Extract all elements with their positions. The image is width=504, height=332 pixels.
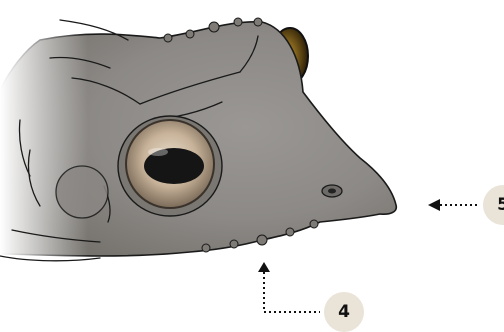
callout-4-leader [264,272,320,312]
callout-4-arrowhead [258,262,270,272]
nostril [322,185,342,197]
callout-badge-4: 4 [324,292,364,332]
main-eye [118,116,222,216]
tympanum [56,166,108,218]
callout-label-4: 4 [338,304,350,321]
callout-5-arrowhead [428,199,440,211]
callout-label-5: 5 [497,197,504,214]
